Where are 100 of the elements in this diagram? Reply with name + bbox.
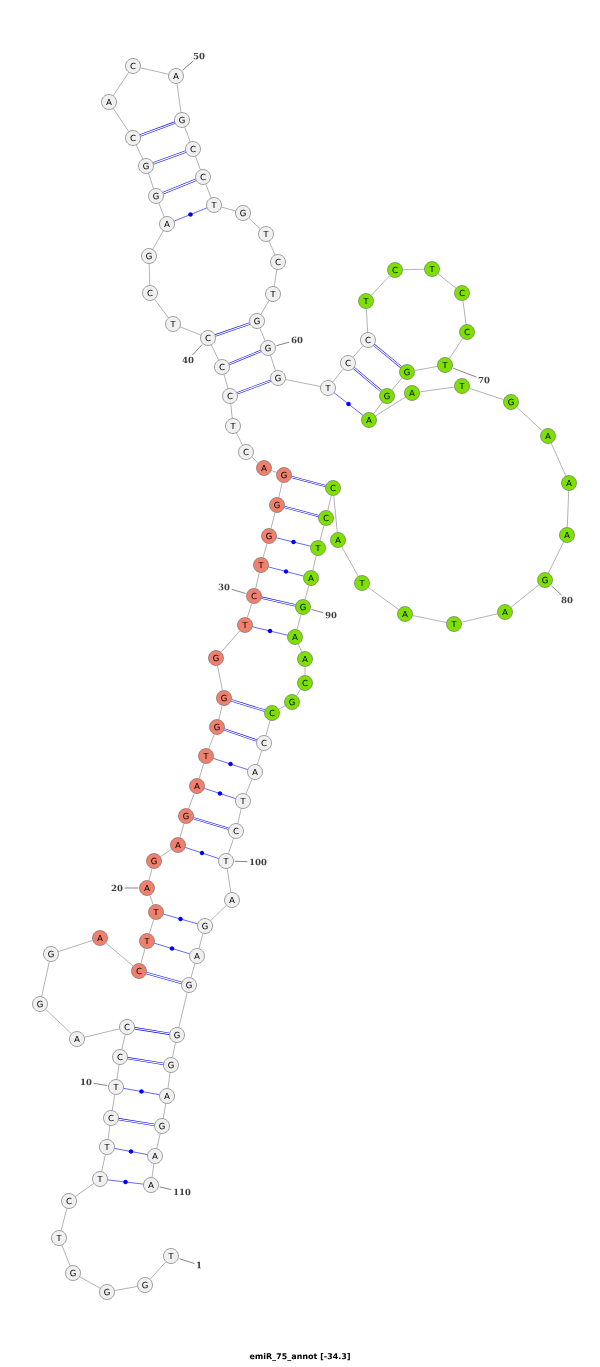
backbone-line (461, 613, 498, 623)
backbone-line (149, 895, 154, 905)
backbone-line (195, 156, 201, 170)
backbone-line (61, 1244, 71, 1267)
base-pair-line (373, 344, 402, 368)
backbone-line (75, 1183, 94, 1197)
position-number: 10 (81, 1078, 92, 1086)
backbone-line (152, 230, 164, 250)
position-number: 1 (197, 1261, 202, 1269)
backbone-line (198, 763, 205, 779)
backbone-line (375, 396, 406, 417)
backbone-line (149, 919, 154, 934)
backbone-line (60, 1208, 68, 1231)
base-pair-line (127, 1057, 164, 1065)
leader-line (452, 367, 477, 378)
backbone-line (58, 940, 93, 952)
leader-line (93, 1083, 108, 1086)
backbone-line (296, 614, 302, 630)
backbone-line (371, 275, 390, 296)
backbone-line (548, 541, 564, 574)
backbone-line (304, 585, 310, 600)
backbone-line (45, 1009, 72, 1034)
backbone-line (198, 933, 204, 949)
backbone-line (469, 388, 504, 400)
backbone-line (414, 366, 438, 371)
backbone-line (148, 173, 154, 189)
backbone-line (278, 705, 286, 710)
backbone-line (218, 705, 223, 720)
backbone-line (262, 543, 268, 558)
backbone-line (101, 1154, 106, 1172)
base-pair-line (268, 566, 304, 577)
backbone-line (211, 344, 219, 361)
backbone-line (136, 144, 143, 160)
backbone-line (412, 615, 447, 623)
backbone-line (84, 1028, 120, 1038)
backbone-line (516, 406, 543, 432)
backbone-line (550, 442, 567, 477)
base-pair-line (192, 817, 230, 830)
backbone-line (332, 368, 344, 383)
backbone-line (437, 273, 457, 289)
backbone-line (113, 108, 129, 132)
backbone-line (271, 470, 277, 473)
backbone-line (113, 72, 129, 96)
backbone-line (107, 1125, 111, 1140)
base-pair-line (163, 913, 198, 925)
backbone-line (259, 327, 266, 342)
backbone-line (319, 525, 325, 541)
position-number: 70 (478, 376, 490, 384)
backbone-line (205, 183, 212, 199)
base-pair-line (214, 322, 251, 337)
backbone-line (247, 603, 252, 618)
base-pair-line (139, 121, 176, 137)
base-pair-line (173, 207, 208, 222)
backbone-line (105, 942, 134, 967)
leader-line (192, 344, 203, 356)
backbone-line (255, 572, 260, 589)
backbone-line (226, 868, 232, 893)
backbone-line (184, 127, 191, 142)
base-pair-line (152, 150, 187, 165)
base-pair-line (185, 847, 219, 859)
backbone-line (366, 308, 368, 333)
backbone-line (148, 868, 153, 881)
leader-line (179, 1258, 195, 1264)
base-pair-line (114, 1148, 148, 1155)
backbone-line (116, 1064, 120, 1080)
base-pair-line (223, 728, 258, 742)
leader-line (234, 861, 248, 862)
leader-line (551, 585, 562, 596)
backbone-line (221, 206, 236, 212)
backbone-line (368, 587, 399, 610)
backbone-line (178, 992, 188, 1028)
base-pair-line (353, 367, 382, 392)
backbone-line (230, 403, 233, 419)
base-pair-line (276, 537, 311, 547)
backbone-line (167, 1072, 171, 1089)
backbone-line (149, 1261, 167, 1280)
backbone-line (190, 963, 196, 978)
position-number: 60 (291, 336, 303, 344)
backbone-line (179, 326, 202, 336)
backbone-line (265, 720, 271, 736)
backbone-line (312, 555, 317, 571)
base-pair-line (290, 475, 327, 488)
backbone-line (296, 689, 301, 696)
backbone-line (270, 355, 276, 371)
backbone-line (220, 630, 241, 653)
backbone-line (121, 1034, 126, 1050)
backbone-line (208, 734, 215, 749)
backbone-line (228, 838, 234, 854)
backbone-line (270, 512, 276, 529)
backbone-line (140, 948, 146, 964)
backbone-line (160, 849, 172, 857)
backbone-line (251, 456, 259, 464)
backbone-line (237, 808, 242, 824)
backbone-line (285, 379, 321, 387)
backbone-line (148, 263, 151, 286)
backbone-line (114, 1286, 138, 1291)
base-pair-line (261, 596, 296, 607)
base-pair-line (204, 788, 236, 799)
backbone-line (158, 202, 165, 218)
backbone-line (297, 643, 303, 653)
